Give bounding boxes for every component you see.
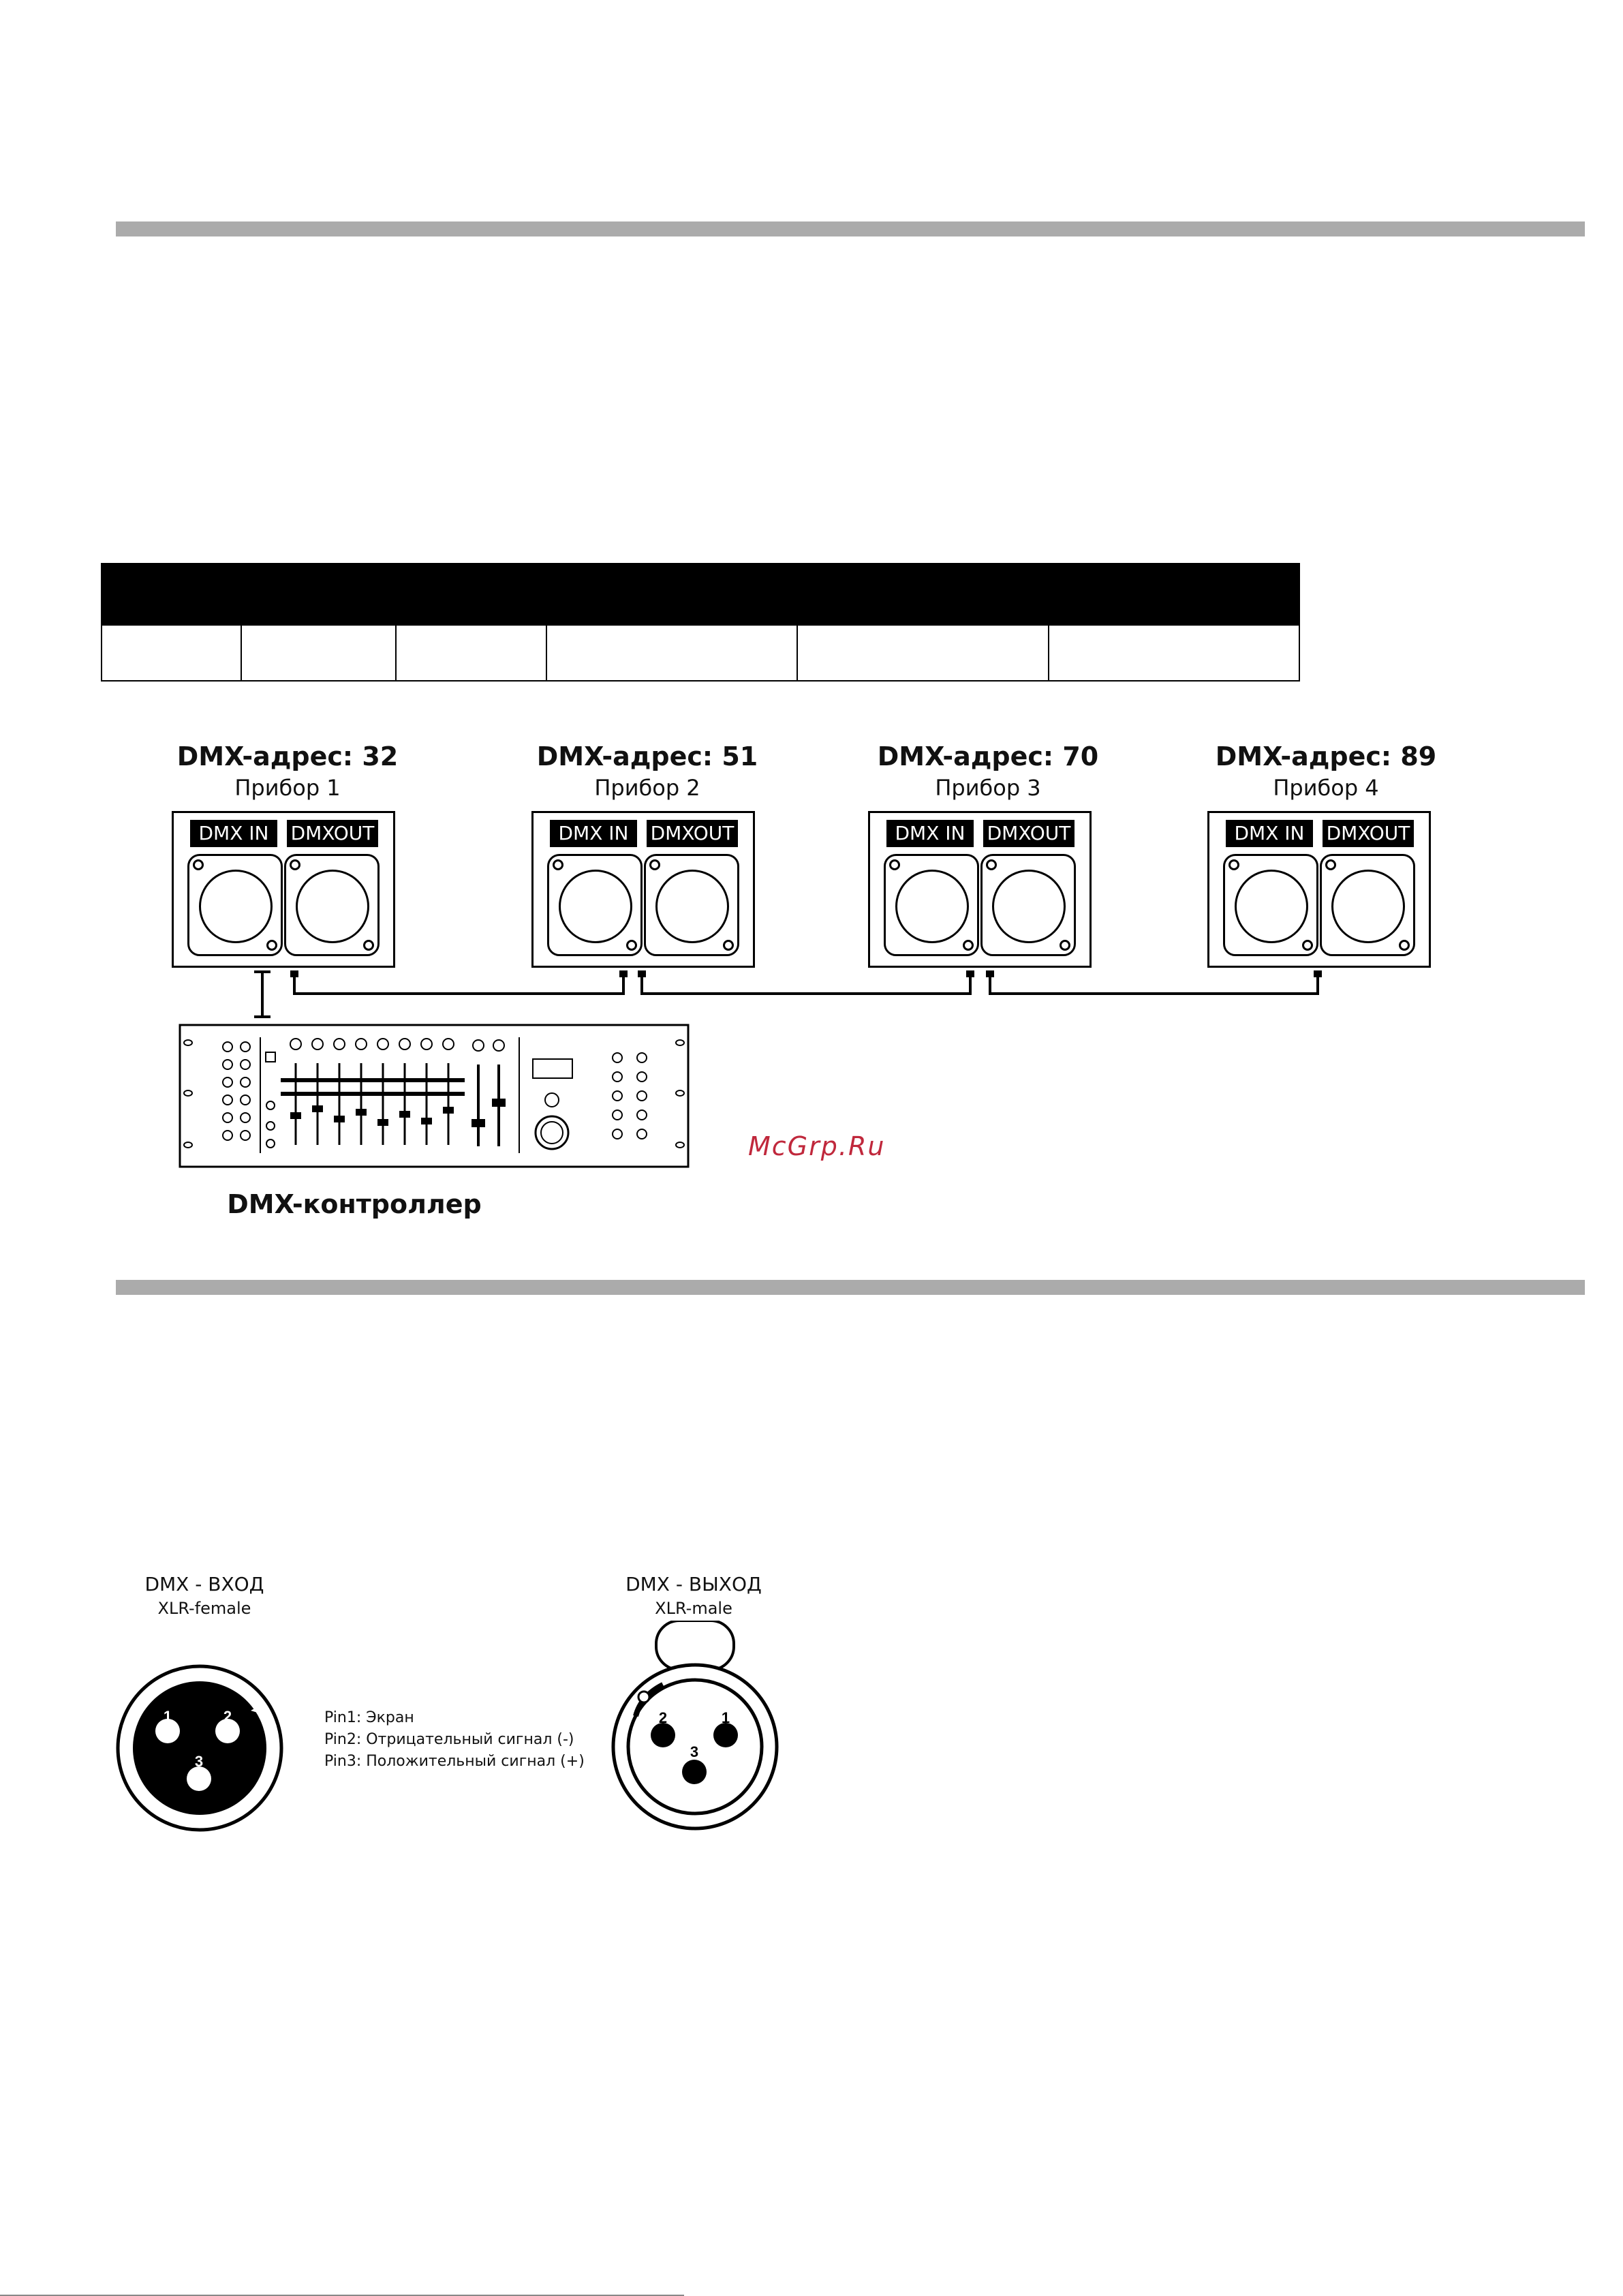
channel-table [100, 563, 1301, 682]
dmx-in-tag: DMX IN [550, 820, 637, 847]
table-cell [100, 624, 243, 682]
pin-2-number: 2 [223, 1708, 232, 1725]
pin-2 [651, 1723, 675, 1747]
output-connector-type: XLR-male [655, 1599, 732, 1618]
fixture-4-address: DMX-адрес: 89 [1215, 741, 1437, 771]
fixture-1-panel: DMX IN DMXOUT [172, 811, 395, 968]
pin-2 [215, 1719, 240, 1743]
input-connector-title: DMX - ВХОД [144, 1573, 264, 1595]
table-header-cell [241, 563, 1049, 626]
footer-rule [0, 2295, 684, 2296]
fixture-4-panel: DMX IN DMXOUT [1207, 811, 1431, 968]
fixture-2-name: Прибор 2 [594, 775, 700, 801]
pin-legend-item: Pin3: Положительный сигнал (+) [324, 1753, 585, 1770]
dmx-out-tag: DMXOUT [647, 820, 738, 847]
dmx-out-tag: DMXOUT [983, 820, 1075, 847]
dmx-in-socket [187, 854, 283, 956]
dmx-controller-drawing [179, 1024, 690, 1168]
dmx-cable-wiring [254, 970, 1322, 1018]
dmx-in-socket [1223, 854, 1318, 956]
table-cell [1047, 624, 1301, 682]
output-connector-title: DMX - ВЫХОД [625, 1573, 762, 1595]
table-header-row [100, 563, 1301, 626]
pin-legend: Pin1: Экран Pin2: Отрицательный сигнал (… [324, 1707, 585, 1773]
xlr-output-connector: 2 1 3 [611, 1621, 779, 1831]
table-cell [797, 624, 1049, 682]
pin-2-number: 2 [659, 1709, 667, 1726]
dmx-in-tag: DMX IN [1226, 820, 1313, 847]
controller-label: DMX-контроллер [227, 1189, 482, 1219]
fixture-1-name: Прибор 1 [234, 775, 341, 801]
section-divider-middle [116, 1280, 1585, 1295]
dmx-out-socket [284, 854, 380, 956]
pin-1-number: 1 [722, 1709, 730, 1726]
pin-3 [187, 1766, 211, 1791]
input-connector-type: XLR-female [157, 1599, 251, 1618]
table-cell [395, 624, 548, 682]
watermark: McGrp.Ru [748, 1131, 886, 1161]
fixture-3-panel: DMX IN DMXOUT [868, 811, 1092, 968]
pin-1 [155, 1719, 180, 1743]
table-header-cell [1047, 563, 1301, 626]
pin-legend-item: Pin1: Экран [324, 1709, 414, 1726]
fixture-2-address: DMX-адрес: 51 [536, 741, 758, 771]
dmx-out-socket [644, 854, 739, 956]
pin-1-number: 1 [164, 1708, 172, 1725]
table-row [100, 624, 1301, 682]
fixture-2-panel: DMX IN DMXOUT [531, 811, 755, 968]
pin-3 [682, 1760, 707, 1784]
pin-legend-item: Pin2: Отрицательный сигнал (-) [324, 1731, 574, 1748]
pin-3-number: 3 [690, 1743, 698, 1760]
xlr-input-connector: 1 2 3 [116, 1664, 283, 1832]
dmx-in-socket [884, 854, 979, 956]
section-divider-top [116, 221, 1585, 236]
pin-3-number: 3 [195, 1753, 203, 1770]
dmx-out-socket [1320, 854, 1415, 956]
dmx-out-socket [980, 854, 1076, 956]
pin-1 [713, 1723, 738, 1747]
dmx-in-tag: DMX IN [886, 820, 974, 847]
dmx-in-socket [547, 854, 643, 956]
dmx-out-tag: DMXOUT [287, 820, 378, 847]
fixture-1-address: DMX-адрес: 32 [176, 741, 399, 771]
dmx-in-tag: DMX IN [190, 820, 277, 847]
fixture-3-name: Прибор 3 [935, 775, 1041, 801]
fixture-3-address: DMX-адрес: 70 [877, 741, 1099, 771]
fixture-4-name: Прибор 4 [1273, 775, 1379, 801]
table-cell [546, 624, 799, 682]
dmx-out-tag: DMXOUT [1323, 820, 1414, 847]
table-header-cell [100, 563, 243, 626]
table-cell [241, 624, 397, 682]
